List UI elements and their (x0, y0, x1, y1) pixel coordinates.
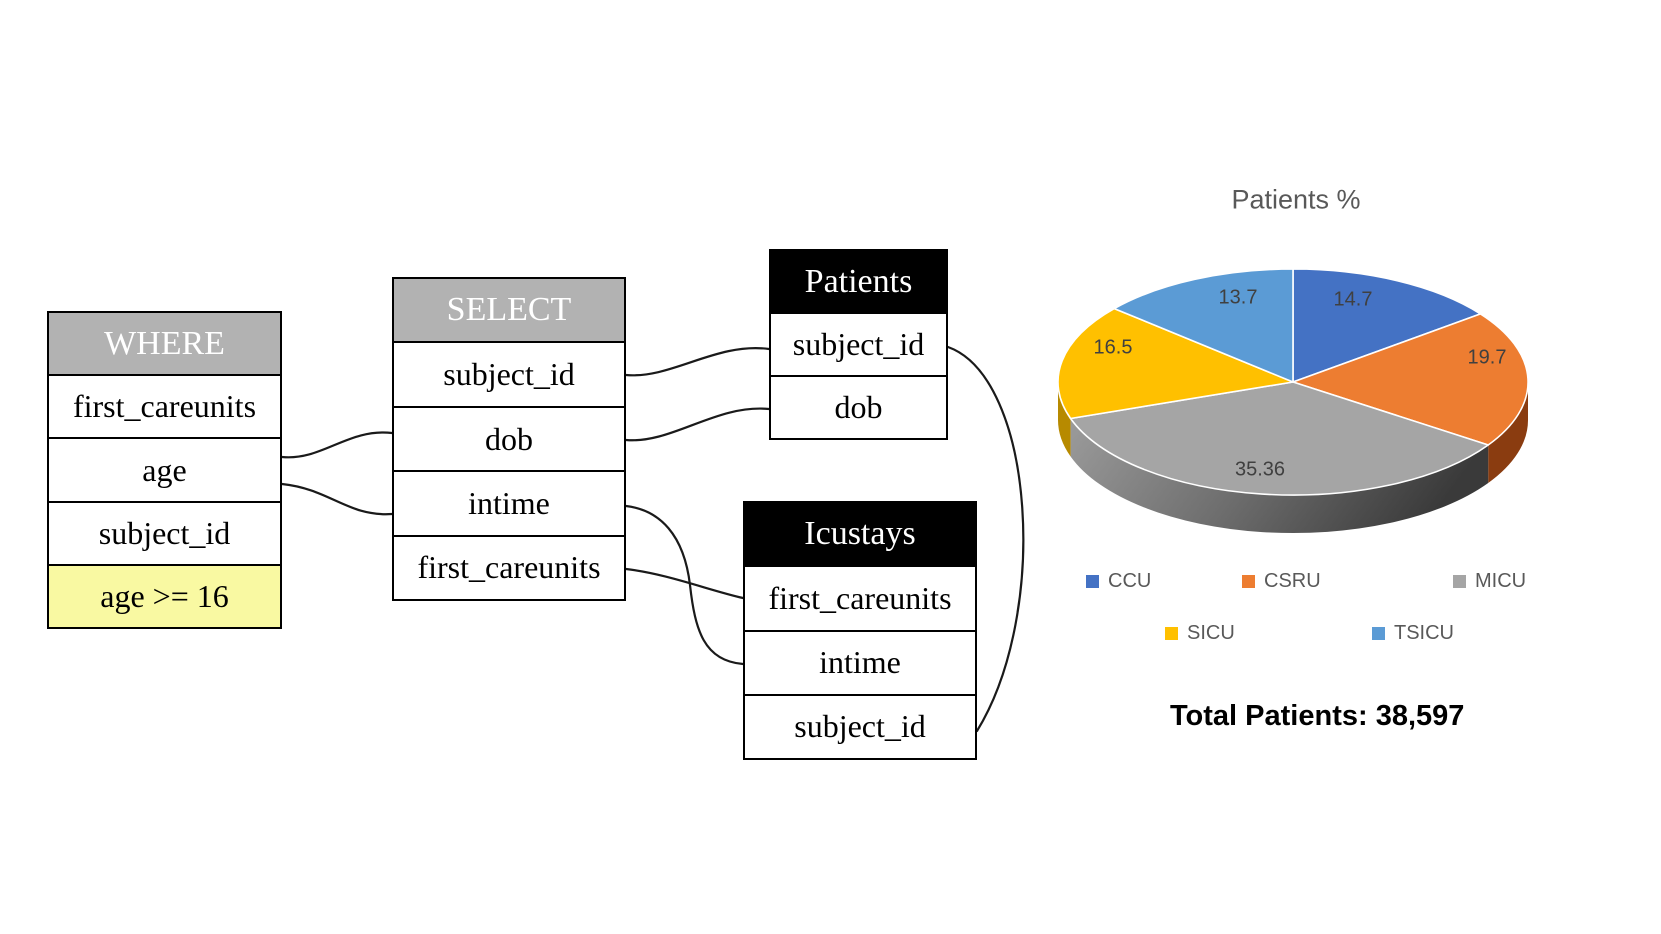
legend-item-micu: MICU (1453, 570, 1526, 593)
where-condition-row: age >= 16 (49, 563, 280, 628)
pie-slice-csru (1292, 313, 1529, 446)
pie-label-csru: 19.7 (1467, 346, 1507, 369)
legend-swatch-sicu (1165, 627, 1178, 640)
legend-swatch-csru (1242, 575, 1255, 588)
connector-select-firstcareunits-to-icustays-firstcareunits (624, 567, 745, 600)
select-row-subject-id: subject_id (394, 341, 624, 406)
select-row-intime: intime (394, 470, 624, 535)
pie-label-tsicu: 13.7 (1218, 286, 1258, 309)
pie-label-sicu: 16.5 (1093, 336, 1133, 359)
legend-item-tsicu: TSICU (1372, 622, 1454, 645)
where-table: WHERE first_careunits age subject_id age… (47, 311, 282, 629)
connector-select-subjectid-to-patients-subjectid (624, 347, 771, 377)
pie-label-ccu: 14.7 (1333, 288, 1373, 311)
legend-label-micu: MICU (1475, 570, 1527, 592)
legend-item-ccu: CCU (1086, 570, 1151, 593)
where-row-subject-id: subject_id (49, 500, 280, 564)
connector-where-age-to-select-intime (280, 482, 394, 516)
select-table-header: SELECT (394, 279, 624, 342)
total-patients-label: Total Patients: 38,597 (1170, 700, 1465, 732)
icustays-table-header: Icustays (745, 503, 975, 566)
connector-patients-subjectid-to-icustays-subjectid (946, 345, 1025, 733)
select-table: SELECT subject_id dob intime first_careu… (392, 277, 626, 601)
icustays-row-first-careunits: first_careunits (745, 565, 975, 630)
patients-row-dob: dob (771, 375, 946, 438)
connector-select-dob-to-patients-dob (624, 407, 771, 442)
connector-select-intime-to-icustays-intime (624, 504, 745, 666)
legend-label-tsicu: TSICU (1394, 622, 1454, 644)
pie-side-micu (1070, 418, 1489, 534)
patients-row-subject-id: subject_id (771, 312, 946, 375)
pie-label-micu: 35.36 (1234, 458, 1286, 481)
icustays-table: Icustays first_careunits intime subject_… (743, 501, 977, 760)
legend-swatch-micu (1453, 575, 1466, 588)
pie-slice-tsicu (1113, 268, 1294, 383)
legend-item-csru: CSRU (1242, 570, 1321, 593)
pie-side-csru (1488, 382, 1529, 483)
pie-slice-sicu (1057, 307, 1294, 420)
pie-slice-micu (1069, 381, 1489, 496)
select-row-dob: dob (394, 405, 624, 471)
where-row-first-careunits: first_careunits (49, 374, 280, 438)
connector-where-age-to-select-dob (280, 431, 394, 459)
legend-label-ccu: CCU (1108, 570, 1152, 592)
legend-label-csru: CSRU (1264, 570, 1321, 592)
legend-swatch-ccu (1086, 575, 1099, 588)
select-row-first-careunits: first_careunits (394, 534, 624, 600)
icustays-row-subject-id: subject_id (745, 693, 975, 758)
patients-table: Patients subject_id dob (769, 249, 948, 440)
pie-slice-ccu (1292, 268, 1482, 383)
legend-label-sicu: SICU (1187, 622, 1235, 644)
where-row-age: age (49, 437, 280, 501)
legend-item-sicu: SICU (1165, 622, 1235, 645)
icustays-row-intime: intime (745, 629, 975, 694)
legend-swatch-tsicu (1372, 627, 1385, 640)
patients-table-header: Patients (771, 251, 946, 312)
where-table-header: WHERE (49, 313, 280, 375)
chart-title: Patients % (1231, 184, 1361, 215)
